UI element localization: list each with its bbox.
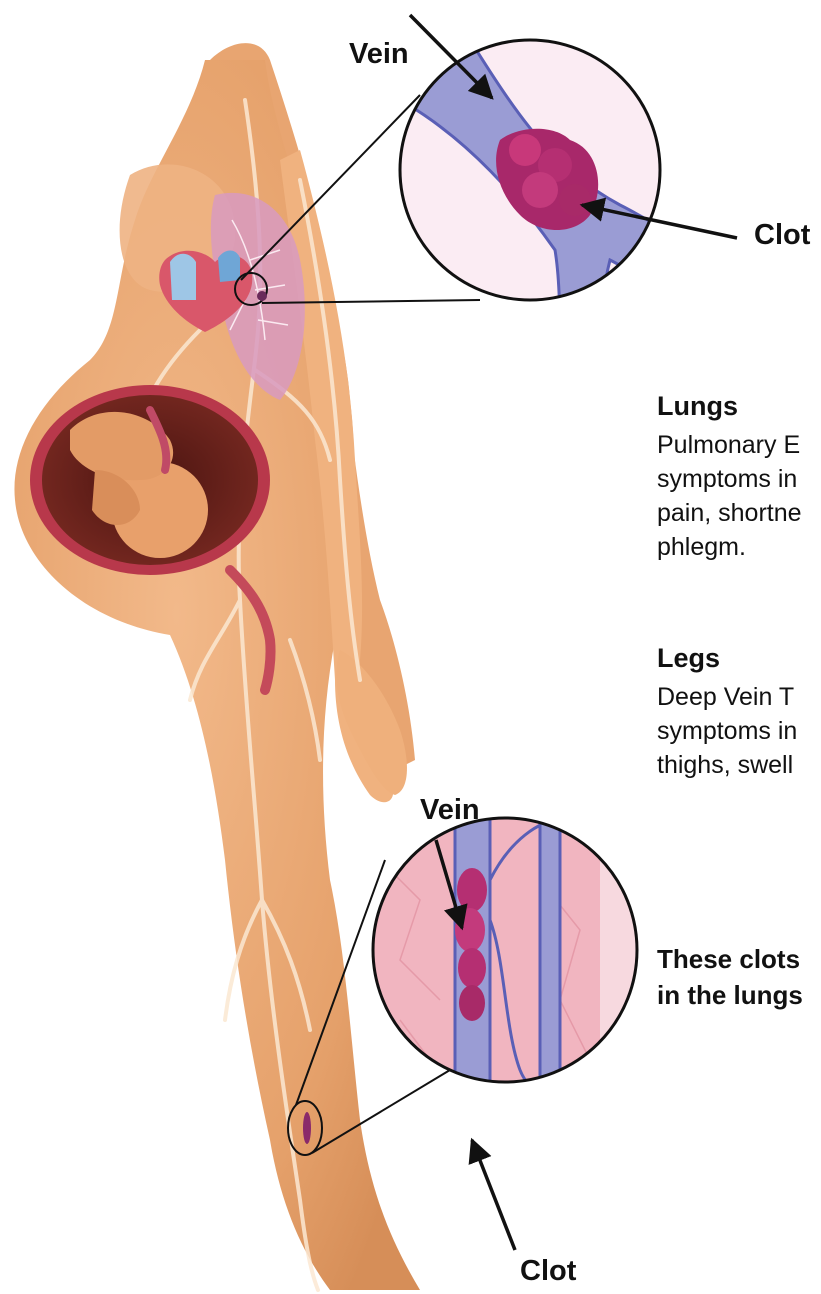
legs-heading: Legs [657, 643, 821, 674]
lung-vein-magnifier [400, 40, 720, 360]
body-figure [14, 43, 420, 1290]
lungs-heading: Lungs [657, 391, 821, 422]
legs-section: Legs Deep Vein T symptoms in thighs, swe… [657, 643, 821, 782]
clot-label-bottom: Clot [520, 1257, 576, 1286]
vein-label-bottom: Vein [420, 796, 480, 825]
vein-label-top: Vein [349, 40, 409, 69]
clots-note: These clots in the lungs [657, 941, 821, 1013]
leg-vein-magnifier [373, 800, 640, 1100]
lungs-section: Lungs Pulmonary E symptoms in pain, shor… [657, 391, 821, 564]
clot-label-top: Clot [754, 221, 810, 250]
legs-description: Deep Vein T symptoms in thighs, swell [657, 680, 821, 782]
lungs-description: Pulmonary E symptoms in pain, shortne ph… [657, 428, 821, 564]
